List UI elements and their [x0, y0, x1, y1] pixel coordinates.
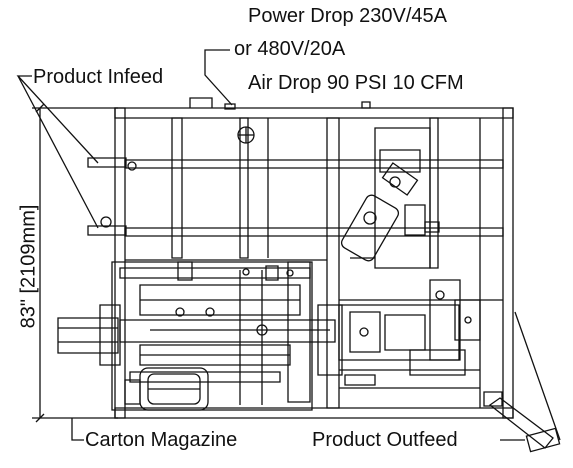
frame — [115, 108, 513, 418]
post-a — [172, 118, 182, 258]
post-d — [430, 118, 438, 268]
leader-infeed-a — [18, 76, 98, 163]
height-dimension-label: 83" [2109mm] — [17, 204, 40, 329]
power-drop-label: Power Drop 230V/45A — [248, 5, 448, 27]
packing-unit — [318, 280, 480, 388]
carton-magazine-label: Carton Magazine — [85, 429, 238, 451]
leader-lines — [18, 50, 560, 440]
leader-magazine — [72, 418, 84, 440]
product-outfeed-label: Product Outfeed — [312, 429, 458, 451]
robot-arm — [339, 128, 439, 268]
leader-power — [205, 50, 232, 105]
post-b — [240, 118, 248, 258]
leader-outfeed-diag — [515, 312, 560, 440]
cross-rail-2 — [125, 228, 503, 236]
left-post — [115, 108, 125, 418]
carton-magazine-unit — [125, 368, 208, 410]
post-c — [327, 118, 339, 408]
carton-machine — [58, 262, 335, 410]
height-dimension — [32, 104, 118, 422]
power-drop-alt-label: or 480V/20A — [234, 38, 346, 60]
product-infeed-label: Product Infeed — [33, 66, 164, 88]
power-drop-symbol — [238, 127, 254, 143]
air-drop-label: Air Drop 90 PSI 10 CFM — [248, 72, 464, 94]
right-post — [503, 108, 513, 418]
leader-infeed-b — [18, 76, 98, 228]
cross-rail-1 — [125, 160, 503, 168]
top-rail — [115, 108, 513, 118]
product-outfeed — [484, 392, 560, 452]
product-infeed — [88, 98, 370, 235]
